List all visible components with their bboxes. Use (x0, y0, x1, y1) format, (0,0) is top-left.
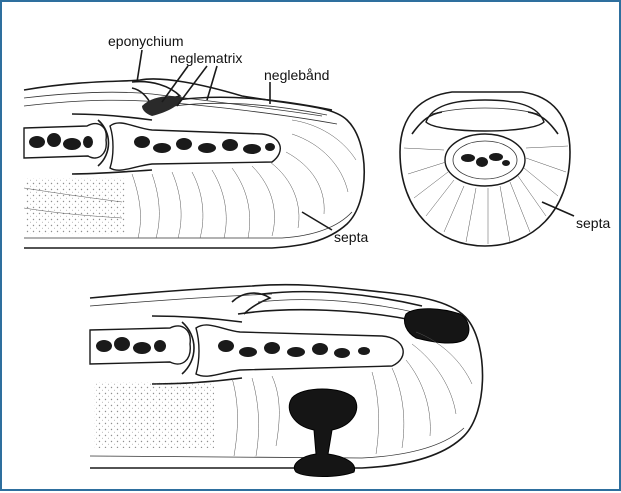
subungual-lesion (404, 309, 468, 343)
label-eponychium: eponychium (108, 33, 184, 49)
longitudinal-section-bottom (90, 285, 483, 477)
cross-section (400, 92, 574, 246)
pulp-lesion (289, 389, 357, 477)
label-neglebaand: neglebånd (264, 67, 329, 83)
label-septa-cross: septa (576, 215, 610, 231)
longitudinal-section-top (24, 79, 364, 248)
label-septa-side: septa (334, 229, 368, 245)
label-neglematrix: neglematrix (170, 50, 242, 66)
cross-nail-plate (426, 100, 544, 131)
